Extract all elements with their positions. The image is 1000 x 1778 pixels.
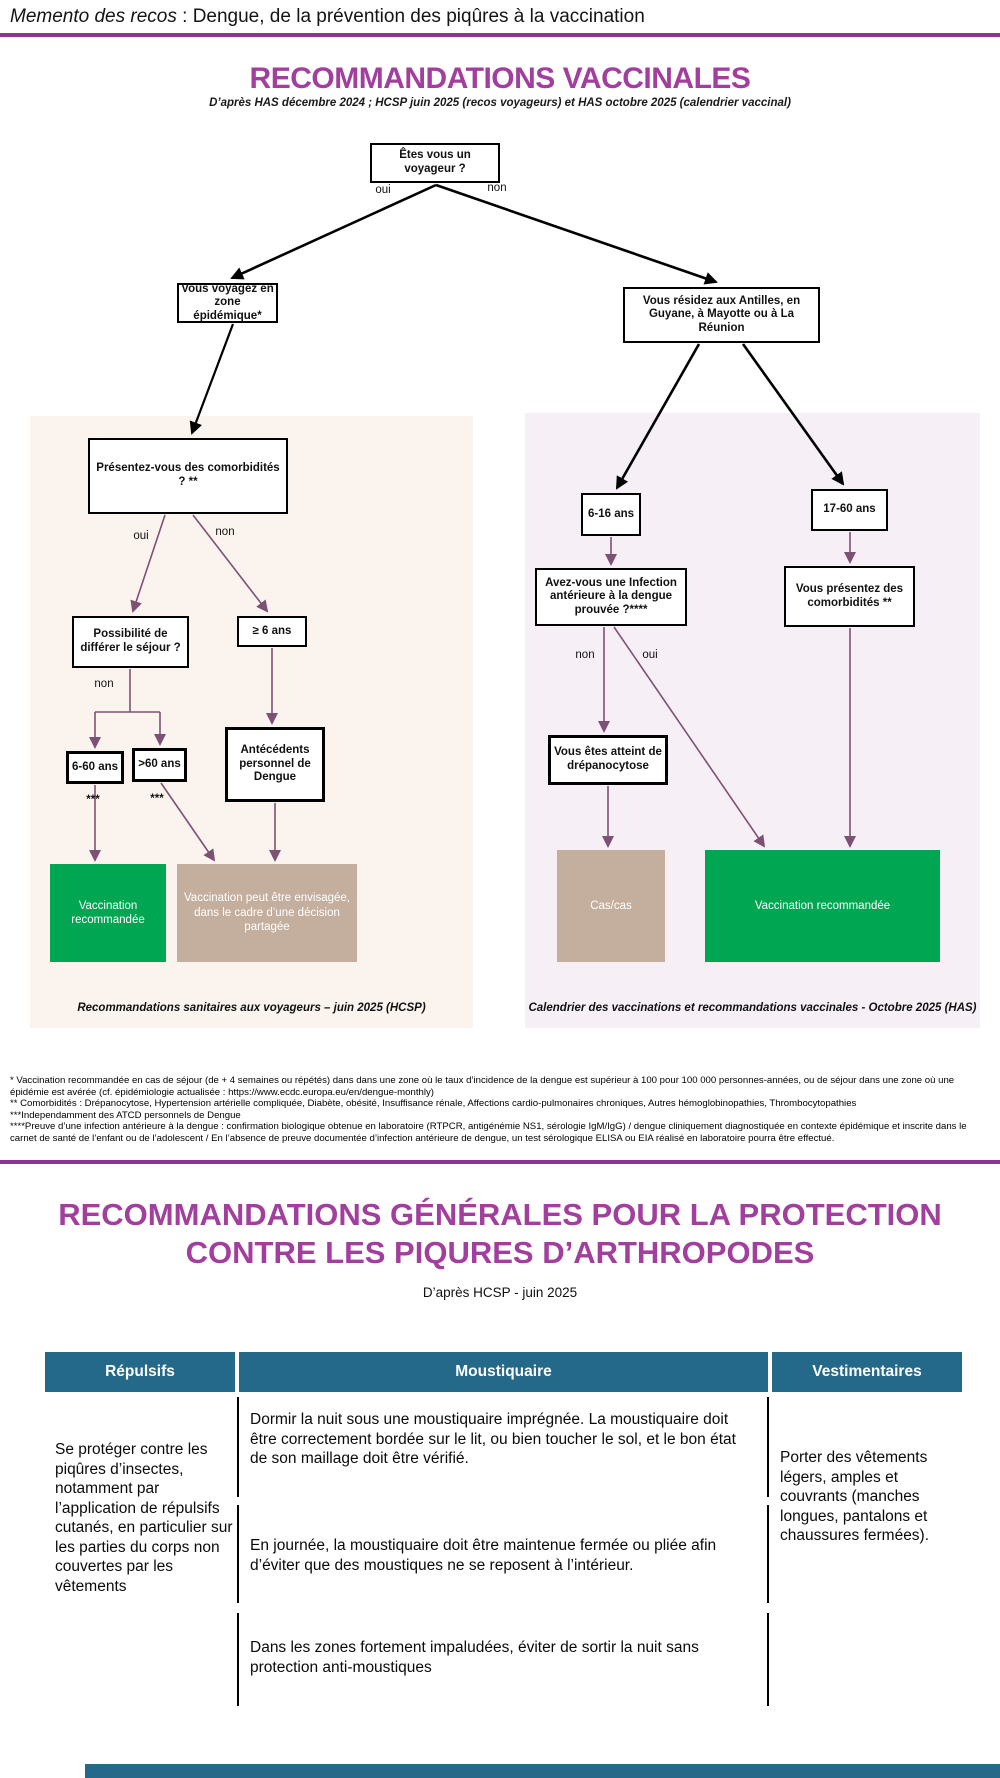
- node-possibilite-differer: Possibilité de différer le séjour ?: [72, 616, 189, 668]
- arrow-oui-infection-to-green: [613, 626, 766, 848]
- table-cell-moustiquaire-1: Dormir la nuit sous une moustiquaire imp…: [250, 1411, 736, 1467]
- bottom-cropped-bar: [85, 1764, 1000, 1778]
- section1-title: RECOMMANDATIONS VACCINALES: [249, 62, 751, 95]
- caption-hcsp: Recommandations sanitaires aux voyageurs…: [77, 1002, 426, 1014]
- table-cell-moustiquaire-2: En journée, la moustiquaire doit être ma…: [250, 1537, 717, 1574]
- page-title-rest: : Dengue, de la prévention des piqûres à…: [176, 6, 645, 27]
- table-divider-right-r2: [767, 1505, 769, 1603]
- node-ge-6-ans: ≥ 6 ans: [237, 616, 307, 647]
- node-presentez-comorbidites: Présentez-vous des comorbidités ? **: [88, 438, 288, 514]
- result-vaccination-envisagee: Vaccination peut être envisagée, dans le…: [177, 864, 357, 962]
- label-non-3: non: [94, 678, 114, 690]
- table-divider-right-r1: [767, 1397, 769, 1497]
- label-non-1: non: [487, 182, 507, 194]
- arrow-non-voyageur: [435, 183, 718, 285]
- table-cell-vestimentaires: Porter des vêtements légers, amples et c…: [780, 1449, 930, 1544]
- label-oui-4: oui: [642, 649, 658, 661]
- label-stars-1: ***: [86, 794, 100, 806]
- arrow-60-to-beige: [160, 782, 216, 862]
- footnote-1: * Vaccination recommandée en cas de séjo…: [10, 1075, 955, 1098]
- node-infection-anterieure: Avez-vous une Infection antérieure à la …: [535, 568, 687, 626]
- footnotes: * Vaccination recommandée en cas de séjo…: [10, 1075, 990, 1145]
- caption-has: Calendrier des vaccinations et recommand…: [528, 1002, 977, 1014]
- node-gt-60-ans: >60 ans: [132, 748, 187, 782]
- arrow-residez-to-17-60: [741, 343, 845, 486]
- arrow-zone-to-comorbidites: [189, 323, 235, 435]
- section2-title: RECOMMANDATIONS GÉNÉRALES POUR LA PROTEC…: [0, 1196, 1000, 1272]
- table-cell-moustiquaire-3: Dans les zones fortement impaludées, évi…: [250, 1639, 699, 1676]
- node-6-60-ans: 6-60 ans: [66, 751, 124, 784]
- table-divider-left-r1: [237, 1397, 239, 1497]
- node-residez: Vous résidez aux Antilles, en Guyane, à …: [623, 287, 820, 343]
- table-divider-right-r3: [767, 1613, 769, 1706]
- divider-top: [0, 33, 1000, 37]
- footnote-4: ****Preuve d’une infection antérieure à …: [10, 1121, 967, 1144]
- page-title: Memento des recos : Dengue, de la préven…: [10, 6, 990, 28]
- section1-subtitle: D’après HAS décembre 2024 ; HCSP juin 20…: [209, 97, 791, 109]
- section2-title-line2: CONTRE LES PIQURES D’ARTHROPODES: [185, 1235, 815, 1270]
- table-header-moustiquaire: Moustiquaire: [239, 1352, 768, 1392]
- arrow-residez-to-6-16: [615, 343, 701, 490]
- footnote-3: ***Independamment des ATCD personnels de…: [10, 1109, 241, 1121]
- label-non-2: non: [215, 526, 235, 538]
- arrow-non-comorbidites: [192, 514, 269, 613]
- result-vaccination-recommandee-left: Vaccination recommandée: [50, 864, 166, 962]
- vaccination-flowchart: Êtes vous un voyageur ? Vous voyagez en …: [0, 120, 1000, 1050]
- result-cas-cas: Cas/cas: [557, 850, 665, 962]
- table-divider-left-r2: [237, 1505, 239, 1603]
- section2-title-line1: RECOMMANDATIONS GÉNÉRALES POUR LA PROTEC…: [58, 1197, 942, 1232]
- flowchart-connectors: [89, 183, 856, 862]
- node-17-60-ans: 17-60 ans: [811, 489, 888, 531]
- result-vaccination-recommandee-right: Vaccination recommandée: [705, 850, 940, 962]
- label-oui-2: oui: [133, 530, 149, 542]
- node-presentez-comorbidites-2: Vous présentez des comorbidités **: [784, 566, 915, 627]
- table-divider-left-r3: [237, 1613, 239, 1706]
- table-cell-repulsifs: Se protéger contre les piqûres d’insecte…: [55, 1441, 233, 1595]
- divider-middle: [0, 1160, 1000, 1164]
- page-title-italic: Memento des recos: [10, 6, 177, 27]
- node-antecedents-dengue: Antécédents personnel de Dengue: [225, 727, 325, 802]
- table-header-repulsifs: Répulsifs: [45, 1352, 235, 1392]
- footnote-2: ** Comorbidités : Drépanocytose, Hyperte…: [10, 1098, 857, 1110]
- node-drepanocytose: Vous êtes atteint de drépanocytose: [548, 735, 668, 785]
- node-etes-voyageur: Êtes vous un voyageur ?: [370, 143, 500, 183]
- label-oui-1: oui: [375, 184, 391, 196]
- arrow-oui-voyageur: [230, 183, 437, 280]
- label-non-4: non: [575, 649, 595, 661]
- node-voyagez-zone: Vous voyagez en zone épidémique*: [177, 283, 278, 323]
- label-stars-2: ***: [150, 793, 164, 805]
- section2-subtitle: D’après HCSP - juin 2025: [422, 1285, 578, 1300]
- node-6-16-ans: 6-16 ans: [581, 493, 641, 536]
- table-header-vestimentaires: Vestimentaires: [772, 1352, 962, 1392]
- arrow-oui-comorbidites: [130, 514, 166, 613]
